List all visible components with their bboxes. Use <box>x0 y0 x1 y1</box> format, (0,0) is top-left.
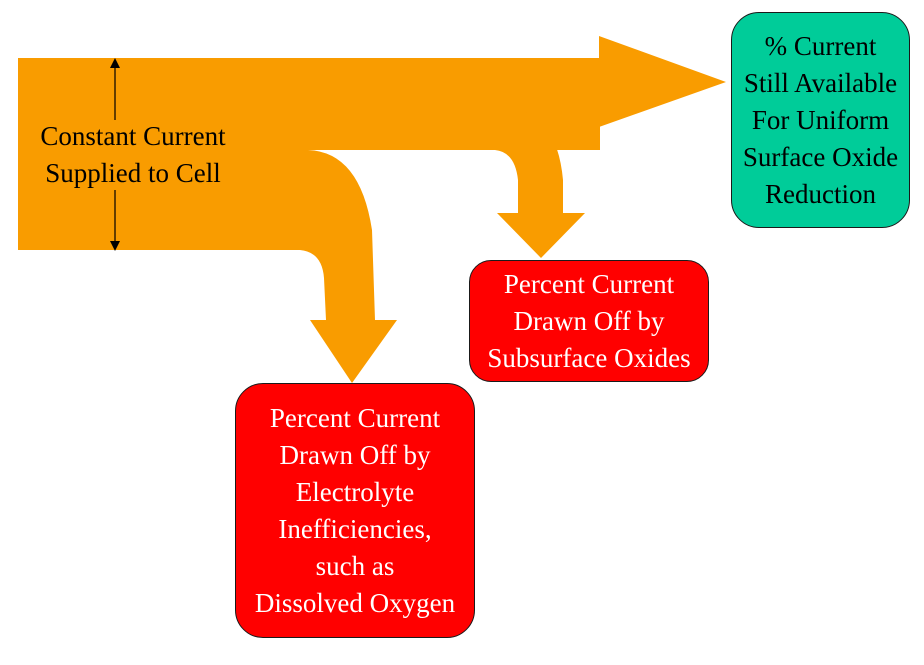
remaining-current-box: % Current Still Available For Uniform Su… <box>731 12 910 228</box>
electrolyte-inefficiencies-box: Percent Current Drawn Off by Electrolyte… <box>235 383 475 638</box>
box-line: Percent Current <box>269 402 441 433</box>
box-line: % Current <box>764 30 877 61</box>
source-line: Supplied to Cell <box>45 158 221 188</box>
box-line: Surface Oxide <box>742 141 899 172</box>
source-current-label: Constant Current Supplied to Cell <box>18 118 248 192</box>
box-line: Drawn Off by <box>513 305 665 336</box>
box-line: Still Available <box>743 67 898 98</box>
box-line: Reduction <box>765 178 876 209</box>
box-line: Electrolyte <box>295 476 415 507</box>
subsurface-oxides-box: Percent Current Drawn Off by Subsurface … <box>469 260 709 382</box>
box-line: Subsurface Oxides <box>487 342 691 373</box>
source-line: Constant Current <box>40 121 226 151</box>
box-line: Drawn Off by <box>279 439 431 470</box>
box-line: Inefficiencies, <box>278 513 432 544</box>
box-line: For Uniform <box>751 104 890 135</box>
box-line: Percent Current <box>503 268 675 299</box>
flow-arrow-subsurface-branch <box>400 100 585 258</box>
double-headed-arrow-icon <box>110 58 120 251</box>
box-line: Dissolved Oxygen <box>254 587 456 618</box>
box-line: such as <box>315 550 395 581</box>
